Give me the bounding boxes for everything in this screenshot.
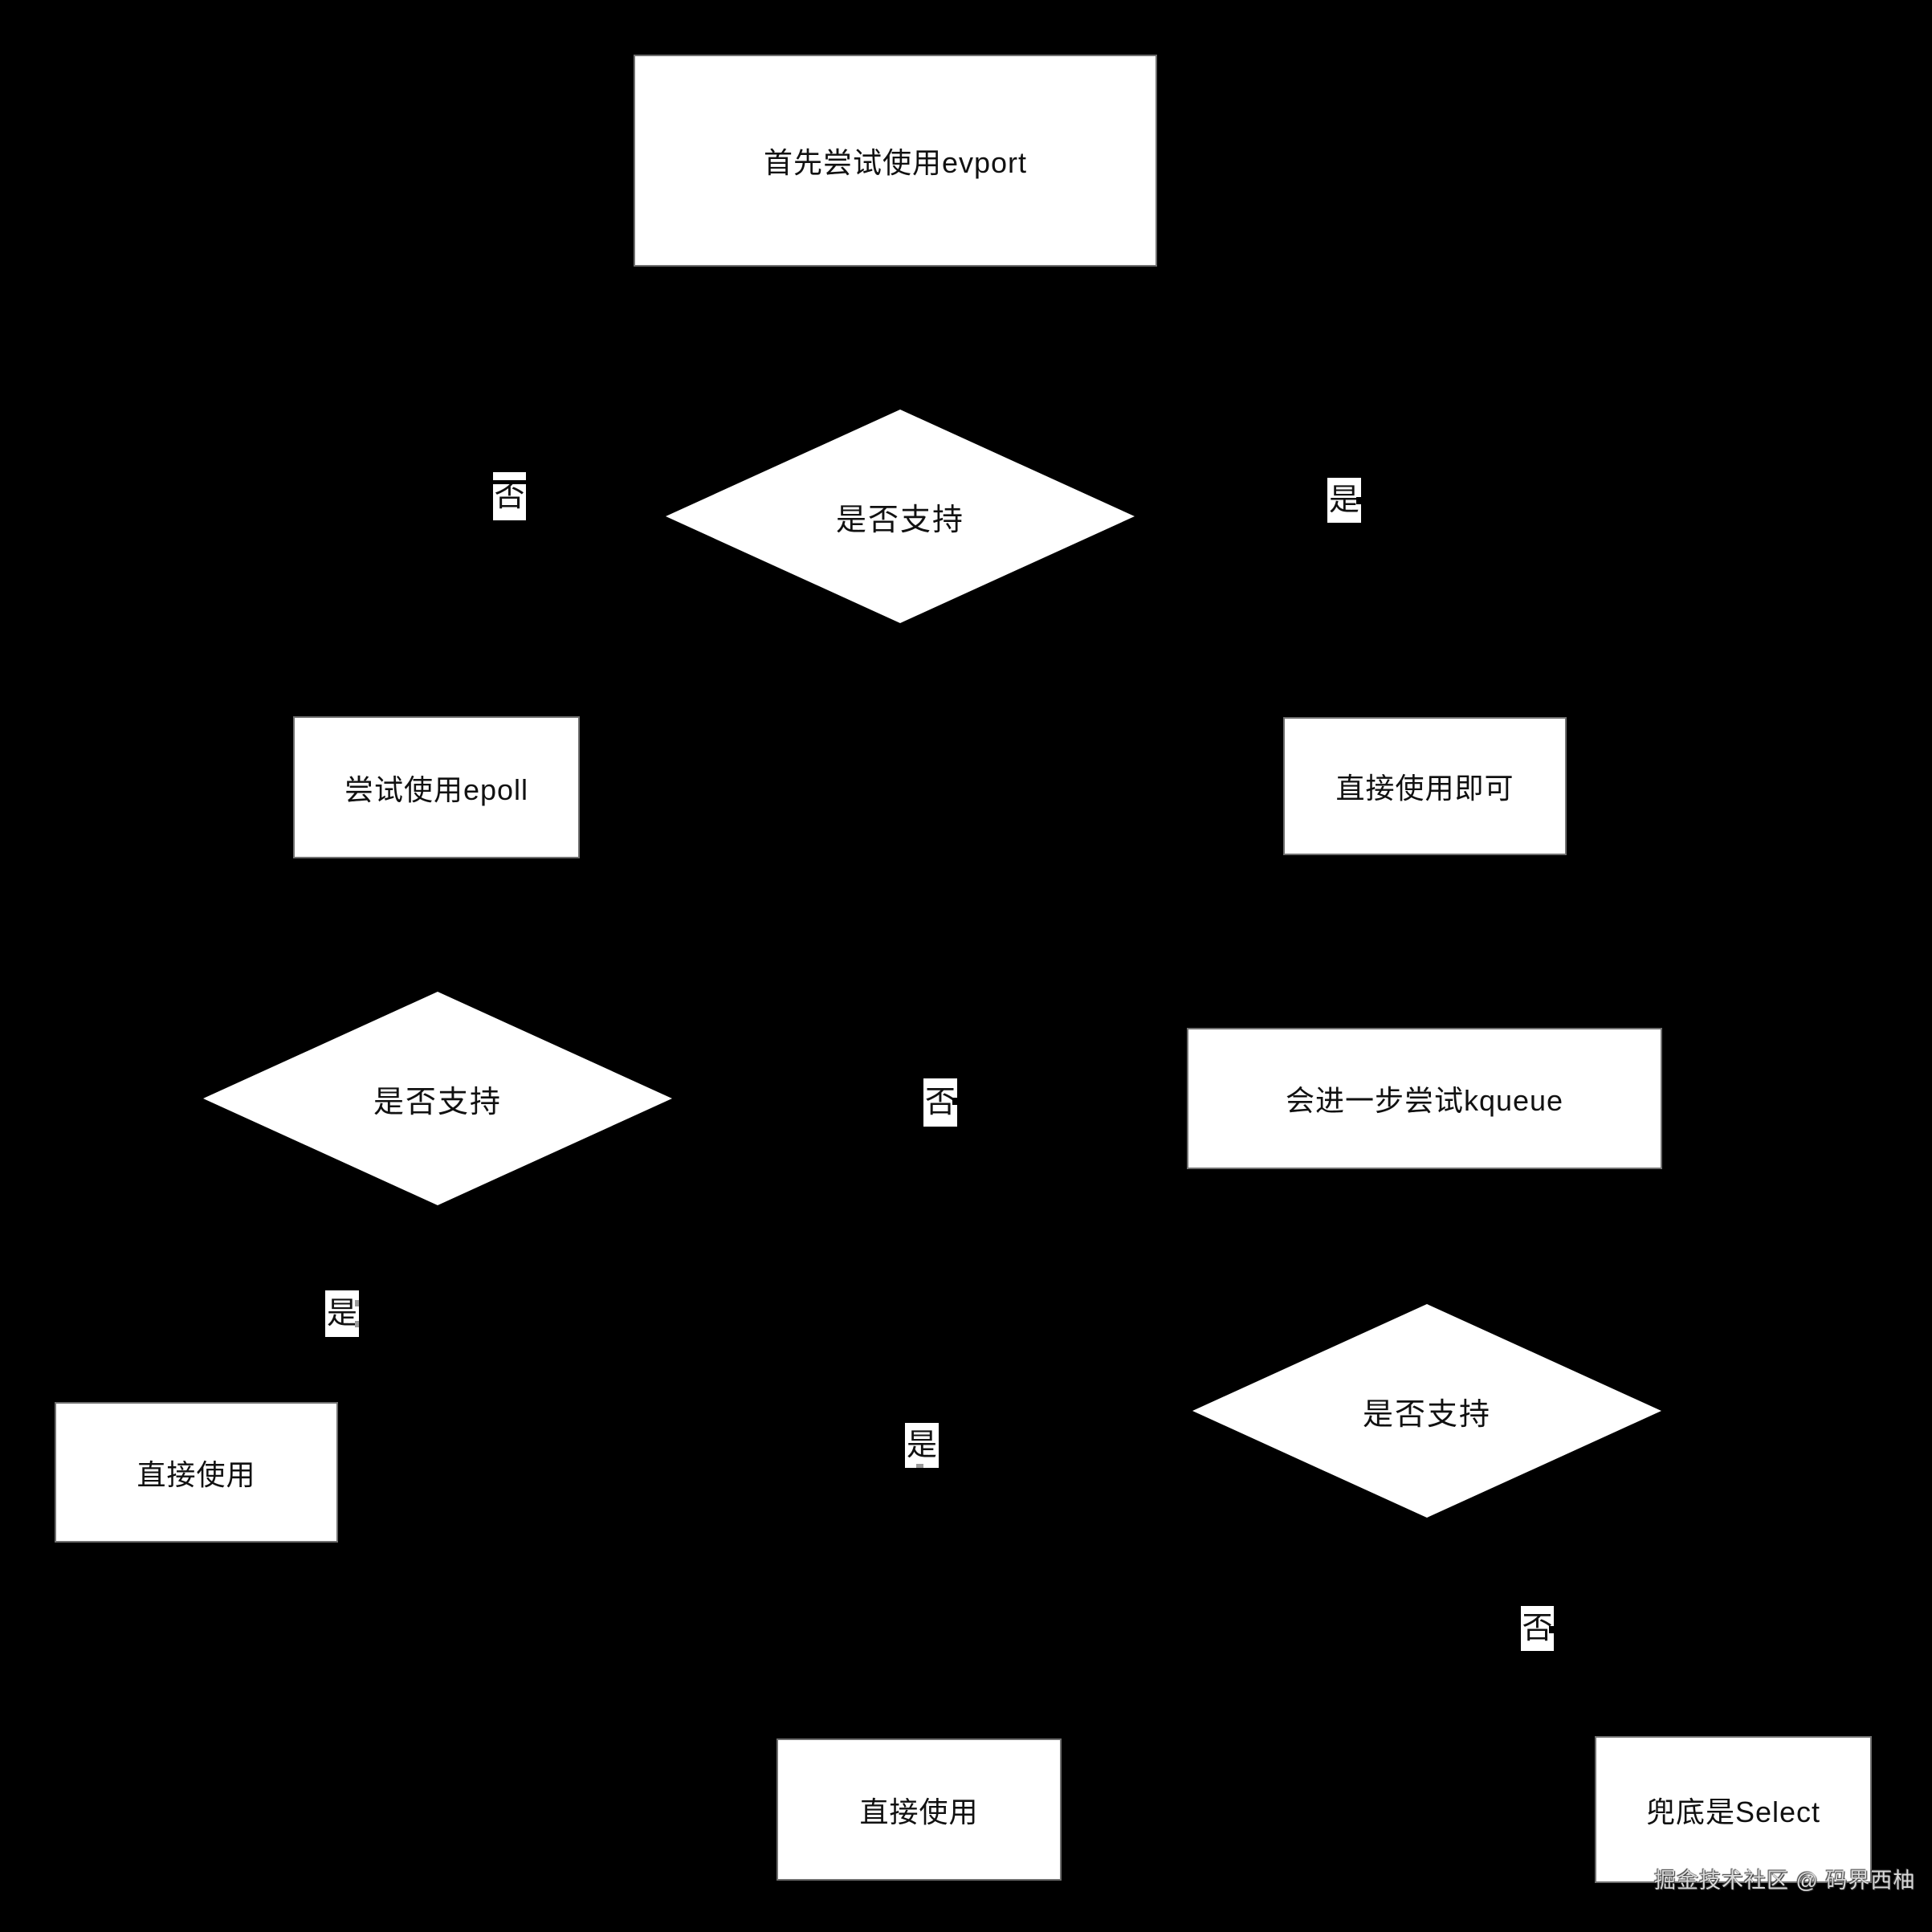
edge-line-fragment	[1549, 1626, 1554, 1633]
edge-label-yes-1-text: 是	[1328, 483, 1359, 517]
edge-label-no-1: 否	[493, 472, 526, 520]
edge-line-fragment	[916, 1464, 923, 1468]
node-evport: 首先尝试使用evport	[634, 55, 1157, 267]
decision-evport-supported: 是否支持	[666, 410, 1135, 623]
edge-label-no-3-text: 否	[1522, 1612, 1553, 1645]
edge-line-fragment	[952, 1098, 957, 1105]
edge-label-yes-1: 是	[1327, 478, 1361, 523]
edge-label-yes-3-text: 是	[906, 1429, 937, 1462]
node-kqueue: 会进一步尝试kqueue	[1187, 1028, 1662, 1169]
decision-kqueue-supported: 是否支持	[1192, 1304, 1661, 1518]
node-epoll: 尝试使用epoll	[293, 716, 580, 858]
edge-label-yes-2: 是	[325, 1290, 359, 1337]
edge-line-fragment	[355, 1300, 359, 1306]
node-use-direct-bottom: 直接使用	[776, 1738, 1062, 1881]
edge-label-no-2: 否	[923, 1078, 957, 1127]
edge-label-yes-2-text: 是	[326, 1297, 357, 1331]
edge-label-yes-3: 是	[905, 1423, 939, 1468]
node-use-direct-left: 直接使用	[55, 1402, 338, 1543]
edge-label-no-3: 否	[1521, 1606, 1554, 1651]
edge-line-fragment	[1356, 497, 1361, 504]
node-use-direct-ok: 直接使用即可	[1283, 717, 1567, 855]
node-select-fallback: 兜底是Select	[1595, 1736, 1872, 1883]
edge-label-no-2-text: 否	[924, 1086, 956, 1119]
watermark: 掘金技术社区 @ 码界西柚	[1654, 1869, 1916, 1893]
decision-epoll-supported: 是否支持	[203, 992, 672, 1205]
edge-label-no-1-text: 否	[494, 479, 525, 513]
edge-line-fragment	[355, 1321, 359, 1327]
edge-line-fragment	[493, 480, 526, 484]
